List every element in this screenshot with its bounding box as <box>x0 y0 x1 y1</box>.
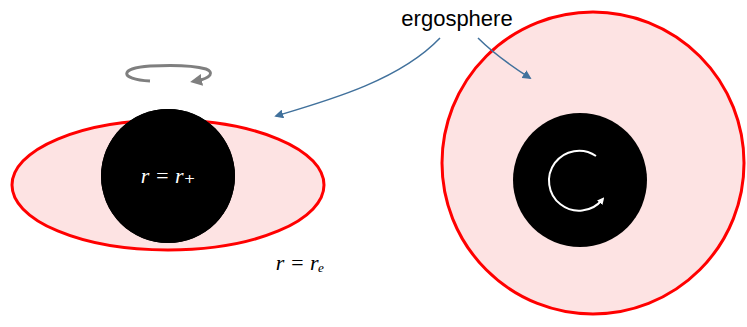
leader-arrow <box>478 38 530 78</box>
ergosphere-disc <box>442 12 744 314</box>
horizon-disc <box>513 113 647 247</box>
radius-label: r = rₑ <box>276 250 325 276</box>
region-label: ergosphere <box>401 6 512 32</box>
rotation-arrow <box>127 65 211 81</box>
horizon-circle: r = r₊ <box>101 109 235 243</box>
radius-label: r = r₊ <box>141 163 196 189</box>
rotation-arrow <box>549 151 602 211</box>
horizon-disc <box>101 109 235 243</box>
leader-arrow <box>276 38 440 116</box>
